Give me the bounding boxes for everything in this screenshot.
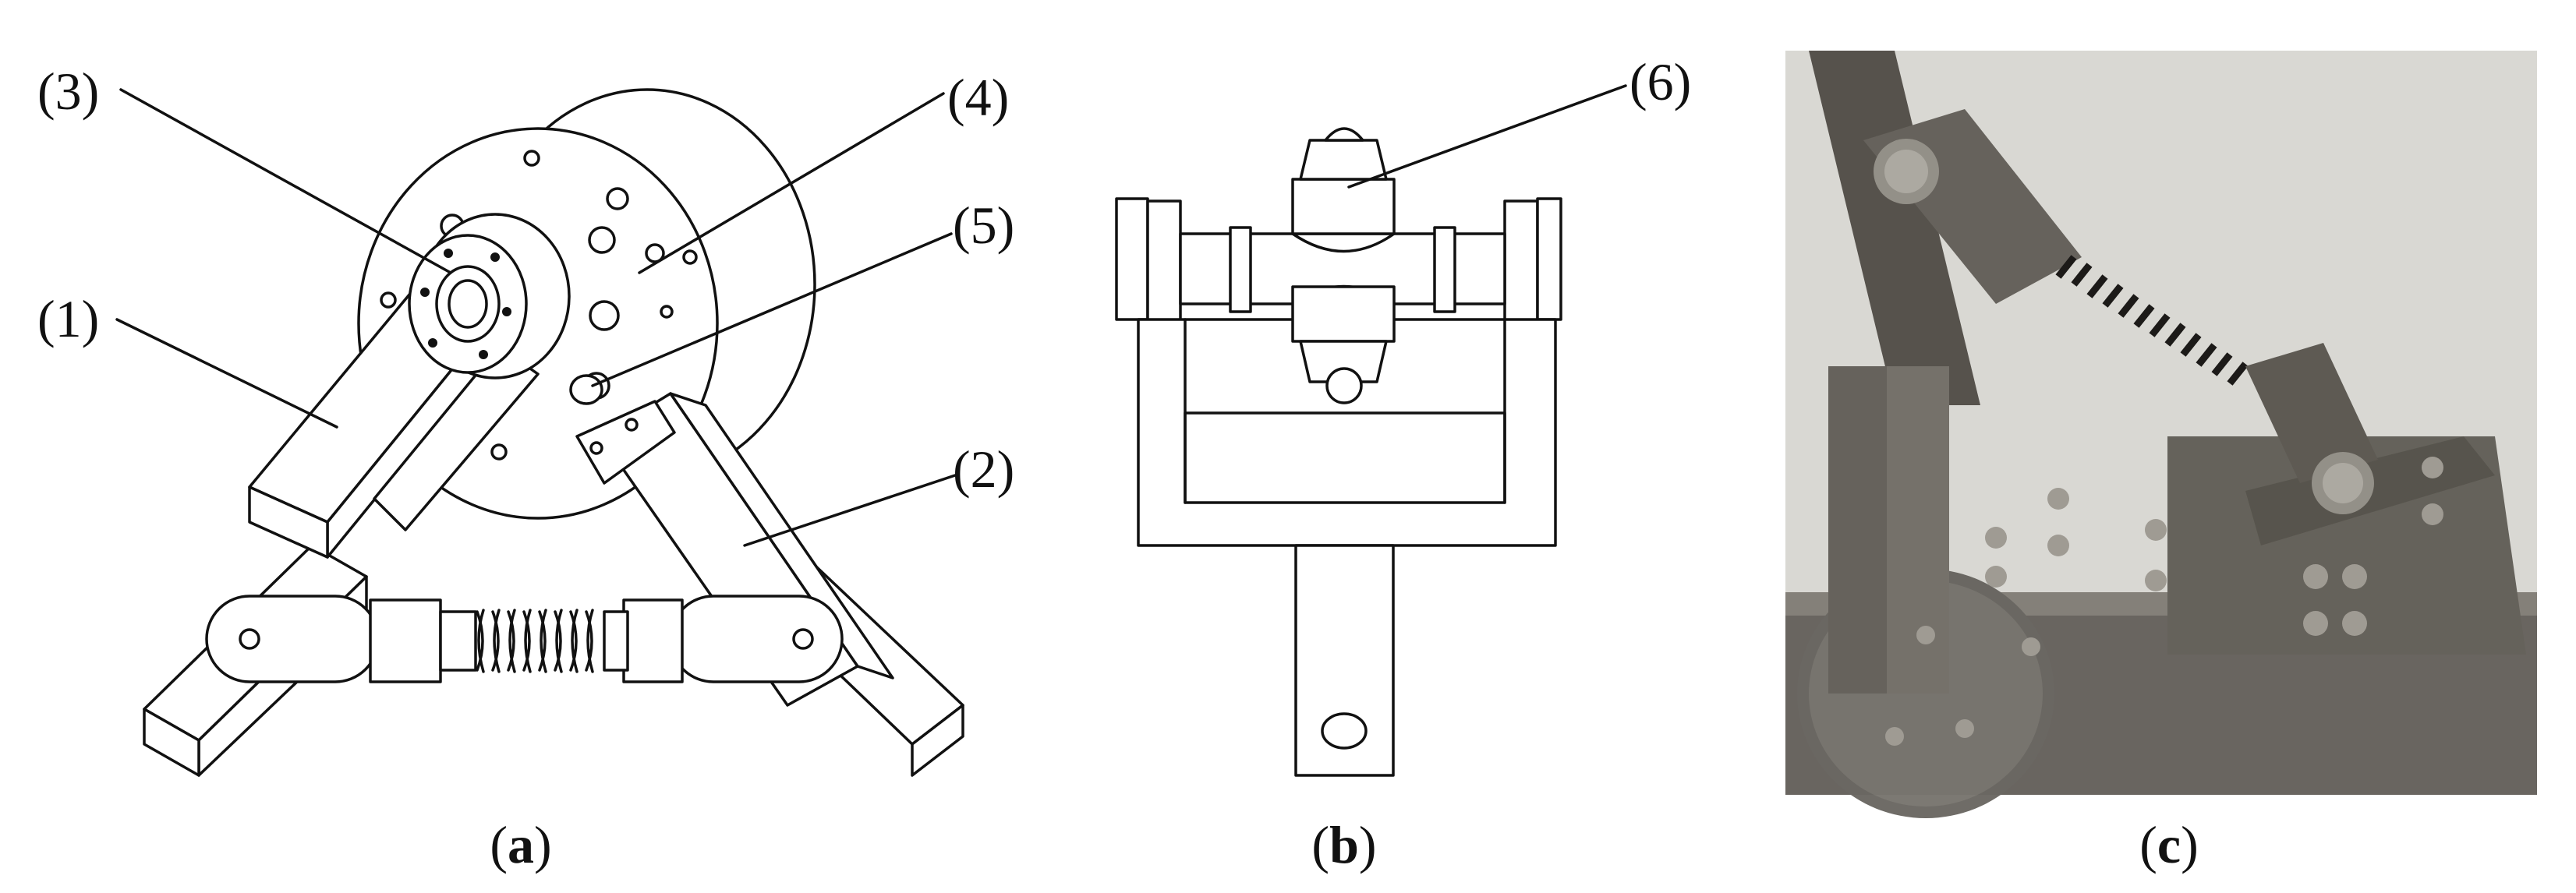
callout-3: (3) [37,62,99,121]
caption-a: (a) [490,815,551,874]
callout-2: (2) [953,439,1014,499]
panel-b-drawing [1115,84,1627,777]
panel-c-photo [1785,51,2537,818]
caption-c: (c) [2139,815,2199,874]
callout-5: (5) [953,196,1014,255]
callout-4: (4) [947,68,1009,127]
callout-6: (6) [1629,52,1691,111]
caption-b: (b) [1311,815,1376,874]
callout-1: (1) [37,289,99,348]
panel-a-drawing [115,88,964,777]
